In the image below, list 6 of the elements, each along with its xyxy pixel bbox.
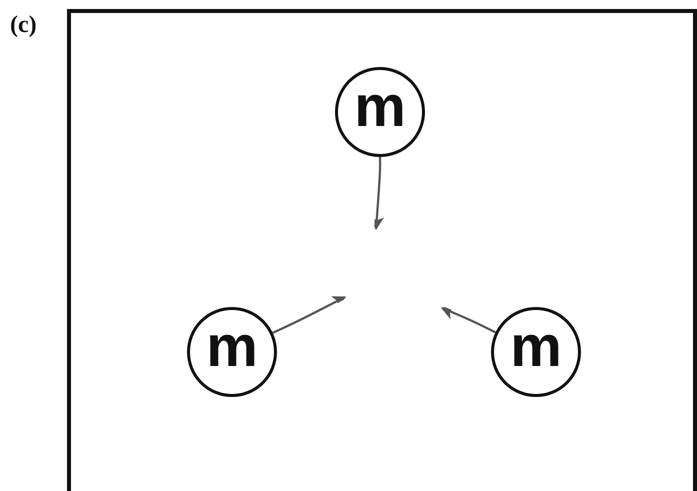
panel-label: (c) [10,12,37,39]
arrow [442,306,496,334]
node-letter: m [510,318,562,376]
node-letter: m [354,78,406,136]
node-letter: m [206,318,258,376]
arrow [272,296,346,334]
